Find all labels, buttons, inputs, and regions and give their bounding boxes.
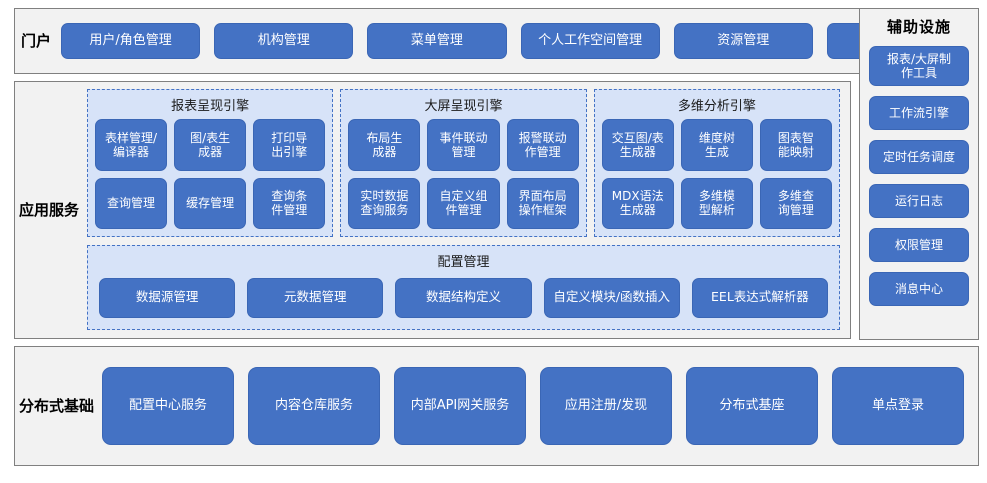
config-management-title: 配置管理: [437, 255, 490, 270]
base-item-4[interactable]: 分布式基座: [686, 367, 818, 445]
aux-item-2[interactable]: 定时任务调度: [869, 140, 969, 174]
distributed-base-band-label: 分布式基础: [15, 347, 98, 465]
portal-band-label: 门户: [15, 9, 57, 73]
aux-item-5[interactable]: 消息中心: [869, 272, 969, 306]
engine-1-item-5[interactable]: 界面布局 操作框架: [506, 177, 579, 229]
engine-group-1: 大屏呈现引擎布局生 成器事件联动 管理报警联动 作管理实时数据 查询服务自定义组…: [340, 89, 587, 237]
distributed-base-band-label-char: 分: [19, 396, 36, 415]
app-services-body: 报表呈现引擎表样管理/ 编译器图/表生 成器打印导 出引擎查询管理缓存管理查询条…: [83, 82, 850, 338]
base-item-2[interactable]: 内部API网关服务: [394, 367, 526, 445]
portal-items: 用户/角色管理机构管理菜单管理个人工作空间管理资源管理自助分析: [57, 9, 978, 73]
app-services-row: 应用服务 报表呈现引擎表样管理/ 编译器图/表生 成器打印导 出引擎查询管理缓存…: [14, 81, 851, 339]
engine-group-1-title: 大屏呈现引擎: [424, 99, 503, 114]
engine-1-item-4[interactable]: 自定义组 件管理: [427, 177, 500, 229]
app-services-band-label-char: 应: [19, 200, 36, 219]
portal-row: 门户 用户/角色管理机构管理菜单管理个人工作空间管理资源管理自助分析: [14, 8, 979, 74]
app-services-band-label: 应用服务: [15, 82, 83, 338]
aux-facilities-panel: 辅助设施 报表/大屏制 作工具工作流引擎定时任务调度运行日志权限管理消息中心: [859, 8, 979, 340]
portal-item-3[interactable]: 个人工作空间管理: [520, 23, 660, 59]
config-item-3[interactable]: 自定义模块/函数插入: [543, 277, 680, 318]
aux-item-0[interactable]: 报表/大屏制 作工具: [869, 46, 969, 86]
engine-group-1-items: 布局生 成器事件联动 管理报警联动 作管理实时数据 查询服务自定义组 件管理界面…: [348, 119, 579, 229]
app-services-band-label-char: 务: [64, 200, 81, 219]
portal-band-label-char: 户: [36, 31, 53, 50]
engine-0-item-2[interactable]: 打印导 出引擎: [253, 119, 326, 171]
engine-0-item-4[interactable]: 缓存管理: [174, 177, 247, 229]
engine-0-item-5[interactable]: 查询条 件管理: [253, 177, 326, 229]
engine-group-0: 报表呈现引擎表样管理/ 编译器图/表生 成器打印导 出引擎查询管理缓存管理查询条…: [87, 89, 334, 237]
distributed-base-band: 分布式基础 配置中心服务内容仓库服务内部API网关服务应用注册/发现分布式基座单…: [14, 346, 979, 466]
aux-facilities-title: 辅助设施: [886, 18, 951, 36]
config-management-items: 数据源管理元数据管理数据结构定义自定义模块/函数插入 EEL表达式解析器: [95, 275, 832, 322]
aux-item-1[interactable]: 工作流引擎: [869, 96, 969, 130]
engine-group-0-items: 表样管理/ 编译器图/表生 成器打印导 出引擎查询管理缓存管理查询条 件管理: [95, 119, 326, 229]
config-item-0[interactable]: 数据源管理: [99, 277, 236, 318]
engine-1-item-2[interactable]: 报警联动 作管理: [506, 119, 579, 171]
app-services-band: 应用服务 报表呈现引擎表样管理/ 编译器图/表生 成器打印导 出引擎查询管理缓存…: [14, 81, 851, 339]
engine-group-0-title: 报表呈现引擎: [171, 99, 250, 114]
portal-item-2[interactable]: 菜单管理: [367, 23, 507, 59]
aux-item-3[interactable]: 运行日志: [869, 184, 969, 218]
engine-1-item-1[interactable]: 事件联动 管理: [427, 119, 500, 171]
base-item-1[interactable]: 内容仓库服务: [248, 367, 380, 445]
engine-1-item-3[interactable]: 实时数据 查询服务: [348, 177, 421, 229]
base-item-3[interactable]: 应用注册/发现: [540, 367, 672, 445]
config-item-1[interactable]: 元数据管理: [247, 277, 384, 318]
engine-0-item-1[interactable]: 图/表生 成器: [174, 119, 247, 171]
base-item-5[interactable]: 单点登录: [832, 367, 964, 445]
engine-2-item-0[interactable]: 交互图/表 生成器: [601, 119, 674, 171]
engine-2-item-5[interactable]: 多维查 询管理: [759, 177, 832, 229]
distributed-base-band-label-char: 式: [49, 396, 66, 415]
distributed-base-row: 分布式基础 配置中心服务内容仓库服务内部API网关服务应用注册/发现分布式基座单…: [14, 346, 979, 466]
config-item-2[interactable]: 数据结构定义: [395, 277, 532, 318]
portal-item-4[interactable]: 资源管理: [673, 23, 813, 59]
portal-item-0[interactable]: 用户/角色管理: [61, 23, 201, 59]
base-item-0[interactable]: 配置中心服务: [102, 367, 234, 445]
engine-2-item-3[interactable]: MDX语法 生成器: [601, 177, 674, 229]
engine-2-item-4[interactable]: 多维模 型解析: [680, 177, 753, 229]
config-item-4[interactable]: EEL表达式解析器: [691, 277, 829, 318]
distributed-base-band-label-char: 基: [64, 396, 81, 415]
engine-0-item-0[interactable]: 表样管理/ 编译器: [95, 119, 168, 171]
engine-group-2: 多维分析引擎交互图/表 生成器维度树 生成图表智 能映射 MDX语法 生成器多维模…: [593, 89, 840, 237]
engine-0-item-3[interactable]: 查询管理: [95, 177, 168, 229]
engine-group-2-items: 交互图/表 生成器维度树 生成图表智 能映射 MDX语法 生成器多维模 型解析多维…: [601, 119, 832, 229]
engine-2-item-2[interactable]: 图表智 能映射: [759, 119, 832, 171]
engine-group-2-title: 多维分析引擎: [677, 99, 756, 114]
portal-band-label-char: 门: [21, 31, 38, 50]
aux-facilities-items: 报表/大屏制 作工具工作流引擎定时任务调度运行日志权限管理消息中心: [869, 46, 969, 306]
config-management-group: 配置管理 数据源管理元数据管理数据结构定义自定义模块/函数插入 EEL表达式解析器: [87, 245, 840, 330]
engines-row: 报表呈现引擎表样管理/ 编译器图/表生 成器打印导 出引擎查询管理缓存管理查询条…: [87, 89, 840, 237]
engine-2-item-1[interactable]: 维度树 生成: [680, 119, 753, 171]
distributed-base-band-label-char: 础: [79, 396, 96, 415]
distributed-base-band-label-char: 布: [34, 396, 51, 415]
distributed-base-items: 配置中心服务内容仓库服务内部API网关服务应用注册/发现分布式基座单点登录: [98, 347, 978, 465]
portal-item-1[interactable]: 机构管理: [214, 23, 354, 59]
app-services-band-label-char: 服: [49, 200, 66, 219]
app-services-band-label-char: 用: [34, 200, 51, 219]
engine-1-item-0[interactable]: 布局生 成器: [348, 119, 421, 171]
portal-band: 门户 用户/角色管理机构管理菜单管理个人工作空间管理资源管理自助分析: [14, 8, 979, 74]
aux-item-4[interactable]: 权限管理: [869, 228, 969, 262]
